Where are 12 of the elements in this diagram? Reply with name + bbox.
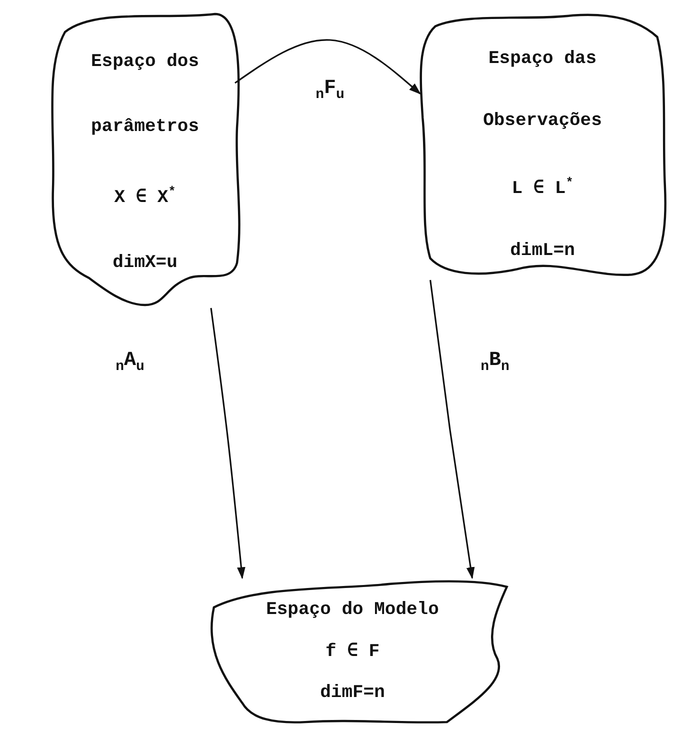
node-text: dimF=n [320,682,385,706]
arrow [210,308,246,580]
node-text: Espaço dos parâmetros [90,51,200,139]
node-text: dimX=u [112,252,178,275]
node-text: Espaço do Modelo [266,598,439,622]
node-text: X ∈ X$^{*}$ [114,184,176,210]
node-text: f ∈ F [325,640,380,664]
arrow [234,39,421,94]
arrow [430,280,475,580]
node-text: L ∈ L$^{*}$ [512,175,574,201]
node-text: dimL=n [510,240,575,263]
node-text: Espaço das Observações [482,48,603,133]
